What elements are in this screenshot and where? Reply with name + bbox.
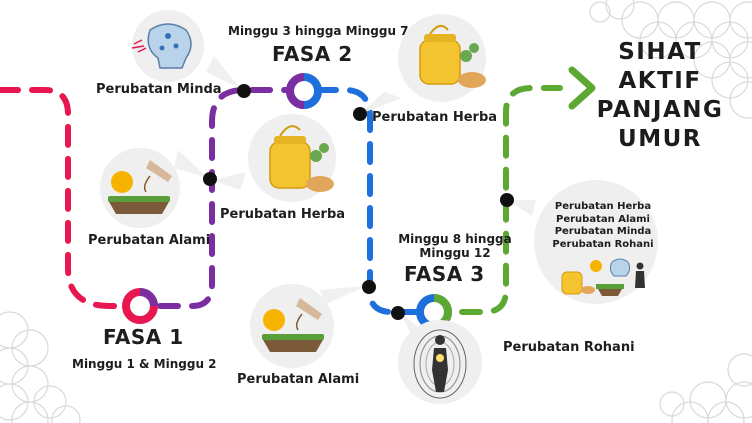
final-arrowhead	[568, 66, 596, 110]
tagline-line: AKTIF	[618, 68, 702, 94]
combined-medicine-list: Perubatan Herba Perubatan Alami Perubata…	[548, 201, 658, 251]
lace-pattern-bottom-left	[0, 311, 81, 423]
bubble-alami-left	[100, 148, 180, 228]
combined-icons	[561, 258, 645, 296]
combined-item: Perubatan Rohani	[552, 238, 654, 250]
phase-2-title: FASA 2	[272, 42, 353, 66]
phase-2-ring	[285, 73, 322, 109]
station-label-herba-mid: Perubatan Herba	[220, 207, 346, 222]
tagline-line: PANJANG	[596, 97, 724, 123]
glowing-body-icon	[413, 329, 467, 399]
bubble-alami-bottom	[250, 284, 334, 368]
phase-1-period: Minggu 1 & Minggu 2	[72, 357, 217, 371]
sun-hand-icon	[262, 298, 324, 352]
station-label-minda: Perubatan Minda	[96, 82, 222, 97]
brain-icon	[131, 23, 192, 69]
lace-pattern-bottom-right	[659, 353, 752, 423]
phase-1-title: FASA 1	[103, 325, 184, 349]
combined-item: Perubatan Minda	[554, 226, 652, 237]
combined-item: Perubatan Herba	[554, 201, 652, 212]
phase-2-period: Minggu 3 hingga Minggu 7	[228, 24, 409, 38]
honey-jar-icon	[419, 24, 486, 88]
lace-pattern-top-right	[589, 0, 752, 119]
phase-1-ring	[122, 288, 158, 324]
tagline-line: SIHAT	[618, 39, 702, 65]
honey-jar-icon	[269, 125, 334, 192]
station-label-rohani: Perubatan Rohani	[503, 340, 635, 355]
phase-2-path	[157, 87, 293, 309]
station-label-herba-top: Perubatan Herba	[372, 110, 498, 125]
phase-1-path	[0, 87, 123, 309]
callout-tails	[174, 56, 536, 336]
phase-3-period: Minggu 8 hingga Minggu 12	[398, 232, 512, 260]
combined-item: Perubatan Alami	[556, 213, 650, 225]
station-label-alami-bottom: Perubatan Alami	[237, 372, 360, 387]
sun-hand-icon	[108, 160, 172, 214]
tagline-line: UMUR	[618, 126, 702, 152]
station-label-alami-left: Perubatan Alami	[88, 233, 211, 248]
phase-3-title: FASA 3	[404, 262, 485, 286]
phase-3-path	[315, 87, 421, 315]
junction-dots	[203, 84, 514, 320]
tagline: SIHAT AKTIF PANJANG UMUR	[590, 38, 730, 154]
